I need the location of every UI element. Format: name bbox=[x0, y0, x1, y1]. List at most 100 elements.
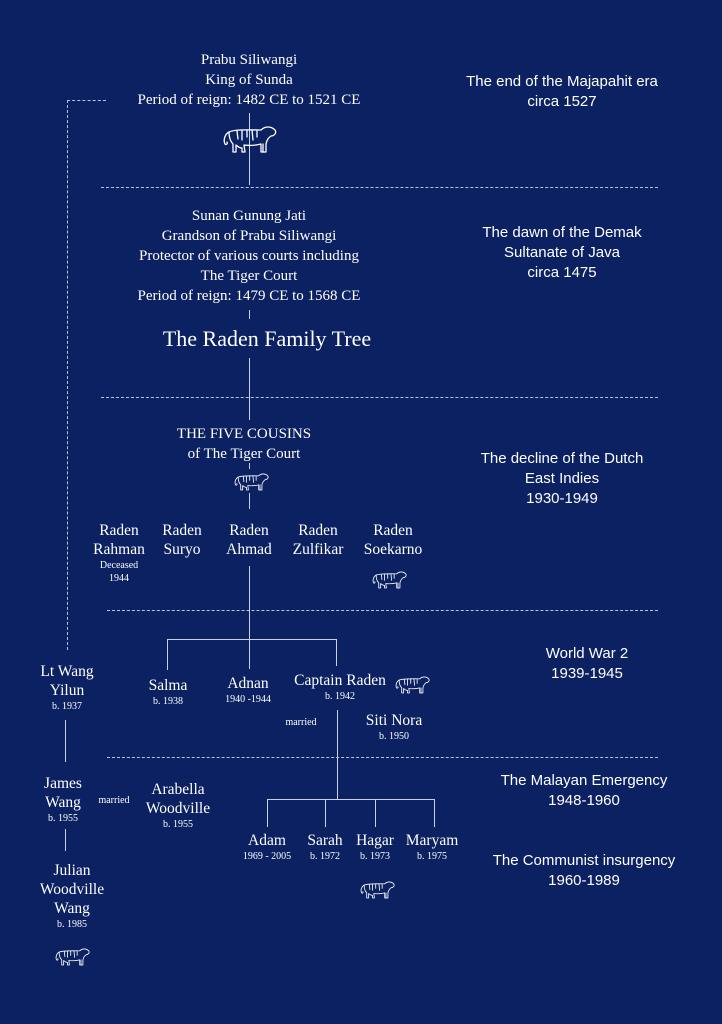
tiger-icon bbox=[359, 877, 395, 901]
name: Suryo bbox=[163, 541, 201, 558]
married-text: married bbox=[285, 717, 317, 728]
name: Salma bbox=[148, 677, 188, 694]
lineage-line bbox=[249, 463, 250, 469]
role: The Tiger Court bbox=[200, 268, 298, 284]
child-salma: Salma b. 1938 bbox=[149, 676, 188, 708]
spouse-siti-nora: Siti Nora b. 1950 bbox=[366, 711, 422, 743]
era-majapahit: The end of the Majapahit era circa 1527 bbox=[466, 72, 658, 112]
era-title: The decline of the Dutch bbox=[480, 450, 644, 467]
name: Soekarno bbox=[363, 541, 423, 558]
lineage-line bbox=[65, 720, 66, 762]
lt-wang-yilun: Lt Wang Yilun b. 1937 bbox=[40, 662, 93, 713]
name: Arabella bbox=[151, 781, 205, 798]
dates: b. 1955 bbox=[163, 819, 193, 830]
era-title: Sultanate of Java bbox=[504, 244, 620, 261]
era-title: The Malayan Emergency bbox=[500, 772, 668, 789]
name: Sunan Gunung Jati bbox=[191, 208, 307, 224]
grandchild-maryam: Maryam b. 1975 bbox=[406, 831, 459, 863]
tiger-icon bbox=[221, 120, 277, 156]
name: Woodville bbox=[39, 881, 105, 898]
dates: b. 1950 bbox=[379, 731, 409, 742]
five-cousins-heading: THE FIVE COUSINS of The Tiger Court bbox=[177, 424, 311, 464]
heading: THE FIVE COUSINS bbox=[176, 426, 312, 442]
wang-link-dashed bbox=[67, 100, 68, 650]
era-divider bbox=[107, 610, 658, 611]
name: James bbox=[44, 775, 82, 792]
era-date: circa 1527 bbox=[527, 93, 597, 110]
name: Hagar bbox=[356, 832, 394, 849]
arabella-woodville: Arabella Woodville b. 1955 bbox=[146, 780, 210, 831]
name: Raden bbox=[229, 522, 269, 539]
married-label: married bbox=[285, 716, 316, 729]
name: Wang bbox=[54, 900, 90, 917]
lineage-line bbox=[434, 799, 435, 827]
julian-woodville-wang: Julian Woodville Wang b. 1985 bbox=[40, 861, 104, 931]
era-title: The dawn of the Demak bbox=[482, 224, 642, 241]
name: Raden bbox=[298, 522, 338, 539]
lineage-line bbox=[167, 639, 168, 670]
tiger-icon bbox=[394, 672, 430, 696]
name: Siti Nora bbox=[365, 712, 423, 729]
lineage-line bbox=[336, 639, 337, 666]
era-dutch-east-indies: The decline of the Dutch East Indies 193… bbox=[481, 449, 644, 509]
role: King of Sunda bbox=[205, 72, 293, 88]
name: Julian bbox=[53, 862, 91, 879]
reign: Period of reign: 1482 CE to 1521 CE bbox=[137, 92, 361, 108]
dates: b. 1938 bbox=[153, 696, 183, 707]
lineage-line bbox=[267, 799, 268, 827]
era-divider bbox=[107, 757, 658, 758]
role: Grandson of Prabu Siliwangi bbox=[161, 228, 337, 244]
name: Raden bbox=[162, 522, 202, 539]
lineage-line bbox=[375, 799, 376, 827]
era-date: 1960-1989 bbox=[548, 872, 620, 889]
page-title: The Raden Family Tree bbox=[163, 325, 371, 353]
grandchild-adam: Adam 1969 - 2005 bbox=[243, 831, 291, 863]
lineage-line bbox=[65, 829, 66, 851]
cousin-soekarno: Raden Soekarno bbox=[364, 521, 423, 559]
grandchildren-branch bbox=[267, 799, 435, 800]
status: Deceased bbox=[99, 560, 139, 571]
name: Adnan bbox=[227, 675, 269, 692]
subheading: of The Tiger Court bbox=[187, 446, 301, 462]
lineage-line bbox=[337, 710, 338, 799]
dates: b. 1942 bbox=[325, 691, 355, 702]
tiger-icon bbox=[233, 469, 269, 493]
name: Zulfikar bbox=[292, 541, 344, 558]
dates: 1944 bbox=[109, 573, 129, 584]
name: Maryam bbox=[405, 832, 459, 849]
dates: 1940 -1944 bbox=[225, 694, 271, 705]
lineage-line bbox=[325, 799, 326, 827]
era-divider bbox=[101, 187, 658, 188]
tiger-icon bbox=[54, 944, 90, 968]
name: Prabu Siliwangi bbox=[200, 52, 298, 68]
era-date: 1948-1960 bbox=[548, 792, 620, 809]
dates: b. 1985 bbox=[57, 919, 87, 930]
era-divider bbox=[101, 397, 658, 398]
name: Raden bbox=[373, 522, 413, 539]
lineage-line bbox=[249, 493, 250, 509]
married-label: married bbox=[98, 794, 129, 807]
grandchild-hagar: Hagar b. 1973 bbox=[356, 831, 394, 863]
era-communist-insurgency: The Communist insurgency 1960-1989 bbox=[493, 851, 676, 891]
era-date: 1930-1949 bbox=[526, 490, 598, 507]
married-text: married bbox=[98, 795, 130, 806]
title-text: The Raden Family Tree bbox=[162, 326, 372, 351]
name: Wang bbox=[45, 794, 81, 811]
sunan-gunung-jati: Sunan Gunung Jati Grandson of Prabu Sili… bbox=[138, 206, 361, 306]
cousin-suryo: Raden Suryo bbox=[162, 521, 202, 559]
name: Yilun bbox=[49, 682, 85, 699]
name: Lt Wang bbox=[40, 663, 94, 680]
dates: b. 1937 bbox=[51, 701, 82, 712]
cousin-rahman: Raden Rahman Deceased 1944 bbox=[93, 521, 145, 585]
tiger-icon bbox=[371, 567, 407, 591]
dates: b. 1955 bbox=[47, 813, 78, 824]
reign: Period of reign: 1479 CE to 1568 CE bbox=[137, 288, 361, 304]
dates: b. 1972 bbox=[309, 851, 340, 862]
prabu-siliwangi: Prabu Siliwangi King of Sunda Period of … bbox=[138, 50, 361, 110]
name: Adam bbox=[248, 832, 286, 849]
grandchild-sarah: Sarah b. 1972 bbox=[307, 831, 342, 863]
era-date: circa 1475 bbox=[527, 264, 597, 281]
wang-link-dashed bbox=[67, 100, 106, 101]
name: Ahmad bbox=[226, 541, 272, 558]
era-title: The Communist insurgency bbox=[492, 852, 676, 869]
